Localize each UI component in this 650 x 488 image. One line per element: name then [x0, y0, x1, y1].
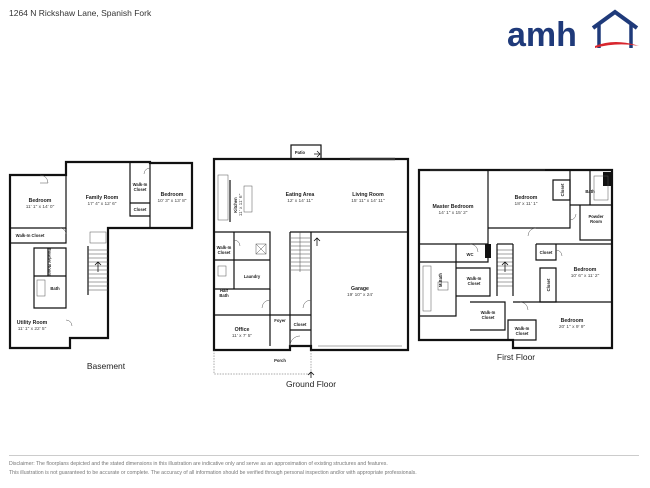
disclaimer: Disclaimer: The floorplans depicted and … — [9, 460, 629, 478]
foyer-label: Foyer — [274, 318, 286, 323]
family-room-name: Family Room — [86, 195, 119, 201]
master-bedroom-dim: 14' 1" x 15' 2" — [439, 210, 468, 216]
basement-bedroom-name: Bedroom — [29, 198, 52, 204]
kitchen-name: Kitchen — [233, 197, 238, 213]
basement-bedroom2-name: Bedroom — [161, 192, 184, 198]
utility-room-name: Utility Room — [17, 320, 48, 326]
office-dim: 11' x 7' 5" — [232, 333, 253, 339]
ground-floor-plan: Patio Porch — [212, 144, 410, 389]
ground-closet-label: Closet — [294, 322, 307, 327]
basement-plan: Bedroom 11' 1" x 14' 0" Family Room 17' … — [8, 160, 194, 371]
eating-area-name: Eating Area — [286, 192, 315, 198]
basement-powder-room: Powder Room — [47, 248, 52, 276]
amh-logo: amh — [507, 9, 639, 53]
first-bedroom3-name: Bedroom — [561, 318, 584, 324]
living-room-name: Living Room — [352, 192, 384, 198]
living-room-dim: 15' 11" x 14' 11" — [351, 198, 385, 204]
master-bedroom-name: Master Bedroom — [433, 204, 474, 210]
basement-walkin-closet-2: Walk-In Closet — [16, 233, 45, 238]
garage-name: Garage — [351, 286, 369, 292]
first-closet1: Closet — [560, 183, 565, 196]
first-bedroom1-dim: 18' x 11' 1" — [515, 201, 538, 207]
basement-label: Basement — [87, 361, 126, 371]
first-floor-label: First Floor — [497, 352, 535, 362]
basement-bedroom-dim: 11' 1" x 14' 0" — [26, 204, 55, 210]
kitchen-dim: 11' x 11' 6" — [238, 193, 244, 216]
office-name: Office — [235, 327, 250, 333]
porch-label: Porch — [274, 358, 286, 363]
disclaimer-line-1: Disclaimer: The floorplans depicted and … — [9, 461, 388, 467]
first-floor-plan: Master Bedroom 14' 1" x 15' 2" Bedroom 1… — [417, 168, 614, 362]
master-bath-label: M.Bath — [438, 273, 443, 287]
ground-floor-label: Ground Floor — [286, 379, 336, 389]
wc-label: WC — [467, 252, 474, 257]
disclaimer-line-2: This illustration is not guaranteed to b… — [9, 470, 417, 476]
first-closet3: Closet — [546, 278, 551, 291]
basement-closet: Closet — [134, 207, 147, 212]
utility-room-dim: 11' 1" x 22' 5" — [18, 326, 47, 332]
first-bedroom1-name: Bedroom — [515, 195, 538, 201]
property-address: 1264 N Rickshaw Lane, Spanish Fork — [9, 8, 152, 18]
first-bedroom3-dim: 20' 1" x 9' 9" — [559, 324, 586, 330]
logo-text: amh — [507, 16, 577, 53]
basement-bedroom2-dim: 10' 3" x 13' 8" — [158, 198, 187, 204]
first-bath: Bath — [585, 189, 595, 194]
patio-label: Patio — [295, 150, 306, 155]
family-room-dim: 17' 4" x 12' 6" — [88, 201, 117, 207]
eating-area-dim: 12' x 14' 11" — [287, 198, 313, 204]
first-bedroom2-name: Bedroom — [574, 267, 597, 273]
footer-divider — [9, 455, 639, 456]
first-bedroom2-dim: 10' 6" x 11' 2" — [571, 273, 600, 279]
first-closet2: Closet — [540, 250, 553, 255]
garage-dim: 19' 10" x 24' — [347, 292, 373, 298]
laundry-label: Laundry — [244, 274, 261, 279]
basement-bath: Bath — [50, 286, 60, 291]
